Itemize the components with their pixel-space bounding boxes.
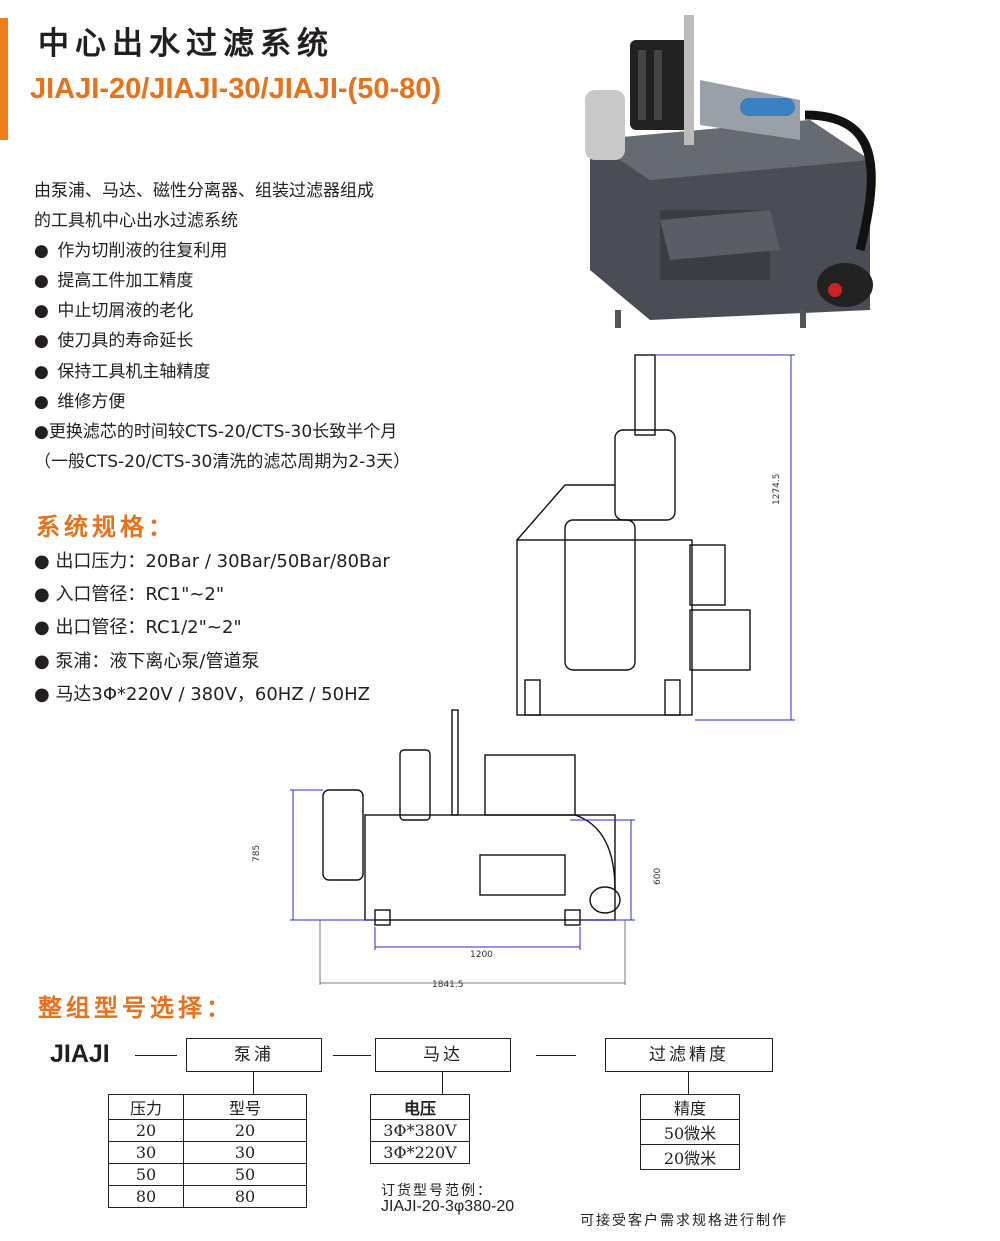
- table-cell: 20: [108, 1119, 184, 1142]
- spec-item: ● 出口压力：20Bar / 30Bar/50Bar/80Bar: [34, 551, 390, 572]
- filter-table: 精度 50微米 20微米: [640, 1094, 740, 1170]
- product-photo: [585, 15, 876, 328]
- table-cell: 30: [183, 1141, 307, 1164]
- table-row: 3Φ*380V: [370, 1119, 470, 1142]
- selection-heading: 整组型号选择：: [38, 993, 234, 1022]
- table-header: 电压: [370, 1094, 470, 1120]
- connector-line: [333, 1055, 371, 1056]
- feature-item: ● 提高工件加工精度: [34, 271, 194, 291]
- connector-line: [135, 1055, 177, 1056]
- table-header: 精度: [640, 1094, 740, 1120]
- brand-label: JIAJI: [50, 1040, 110, 1068]
- model-title: JIAJI-20/JIAJI-30/JIAJI-(50-80): [30, 73, 442, 105]
- table-cell: 30: [108, 1141, 184, 1164]
- table-cell: 80: [108, 1185, 184, 1208]
- pump-table: 压力 型号 20 20 30 30 50 50 80 80: [108, 1094, 307, 1208]
- front-view-drawing: [516, 354, 795, 721]
- feature-note: （一般CTS-20/CTS-30清洗的滤芯周期为2-3天）: [34, 452, 411, 472]
- table-cell: 20微米: [640, 1144, 740, 1170]
- specs-heading: 系统规格：: [36, 512, 176, 541]
- connector-line: [688, 1072, 689, 1094]
- spec-item: ● 出口管径：RC1/2"~2": [34, 617, 242, 638]
- table-row: 50 50: [108, 1163, 307, 1186]
- table-row: 80 80: [108, 1185, 307, 1208]
- connector-line: [253, 1072, 254, 1094]
- pump-box: 泵浦: [186, 1038, 322, 1072]
- table-cell: 3Φ*220V: [370, 1141, 470, 1164]
- side-view-drawing: [290, 709, 635, 985]
- connector-line: [536, 1055, 576, 1056]
- table-cell: 80: [183, 1185, 307, 1208]
- table-row: 50微米: [640, 1119, 740, 1145]
- intro-line-1: 由泵浦、马达、磁性分离器、组装过滤器组成: [34, 181, 374, 201]
- spec-item: ● 泵浦：液下离心泵/管道泵: [34, 651, 260, 672]
- feature-item: ● 使刀具的寿命延长: [34, 331, 194, 351]
- feature-item: ● 维修方便: [34, 392, 126, 412]
- connector-line: [442, 1072, 443, 1094]
- feature-item: ● 作为切削液的往复利用: [34, 241, 228, 261]
- feature-item: ●更换滤芯的时间较CTS-20/CTS-30长致半个月: [34, 422, 398, 442]
- intro-line-2: 的工具机中心出水过滤系统: [34, 211, 238, 231]
- table-header: 型号: [183, 1094, 307, 1120]
- motor-table: 电压 3Φ*380V 3Φ*220V: [370, 1094, 470, 1164]
- feature-item: ● 中止切屑液的老化: [34, 301, 194, 321]
- order-example-value: JIAJI-20-3φ380-20: [381, 1198, 515, 1215]
- dim-height-front: 1274.5: [772, 473, 782, 506]
- table-cell: 50: [108, 1163, 184, 1186]
- table-cell: 20: [183, 1119, 307, 1142]
- order-example-label: 订货型号范例：: [381, 1183, 493, 1199]
- page-title: 中心出水过滤系统: [38, 26, 334, 62]
- filter-box: 过滤精度: [605, 1038, 773, 1072]
- table-header: 压力: [108, 1094, 184, 1120]
- feature-item: ● 保持工具机主轴精度: [34, 362, 211, 382]
- dim-height-side: 785: [252, 844, 262, 862]
- dim-width-tank: 1200: [470, 950, 493, 960]
- spec-item: ● 马达3Φ*220V / 380V，60HZ / 50HZ: [34, 684, 370, 705]
- accent-bar: [0, 18, 8, 140]
- table-row: 3Φ*220V: [370, 1141, 470, 1164]
- table-row: 20微米: [640, 1144, 740, 1170]
- table-cell: 50: [183, 1163, 307, 1186]
- table-cell: 50微米: [640, 1119, 740, 1145]
- custom-note: 可接受客户需求规格进行制作: [580, 1213, 788, 1229]
- dim-width-total: 1841.5: [432, 980, 464, 990]
- table-cell: 3Φ*380V: [370, 1119, 470, 1142]
- spec-item: ● 入口管径：RC1"~2": [34, 584, 225, 605]
- table-row: 30 30: [108, 1141, 307, 1164]
- dim-height-tank: 600: [653, 867, 663, 885]
- motor-box: 马达: [375, 1038, 511, 1072]
- table-row: 20 20: [108, 1119, 307, 1142]
